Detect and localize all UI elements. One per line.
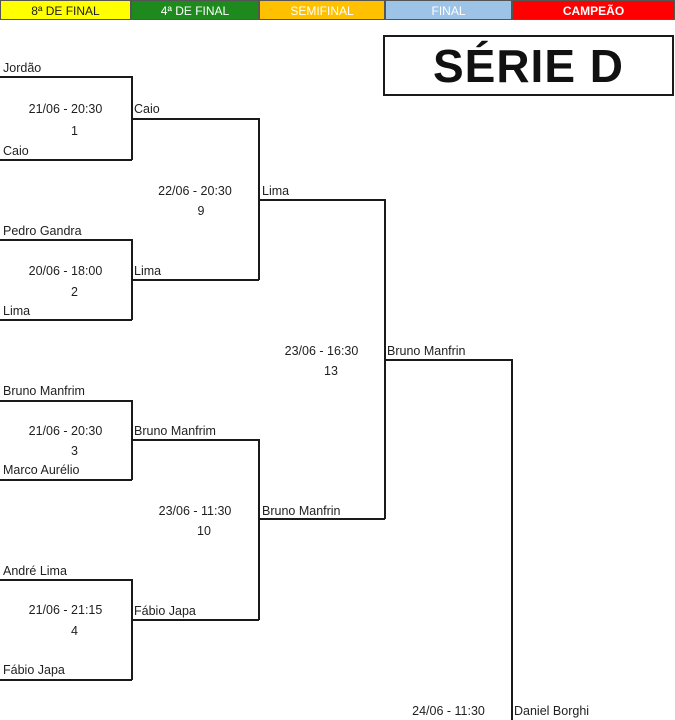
bracket-line bbox=[131, 619, 259, 621]
match2-datetime: 20/06 - 18:00 bbox=[28, 264, 103, 278]
bracket-line bbox=[258, 518, 385, 520]
match1-datetime: 21/06 - 20:30 bbox=[28, 102, 103, 116]
qf2-number: 10 bbox=[197, 524, 211, 538]
bracket-line bbox=[258, 199, 385, 201]
qf1-number: 9 bbox=[197, 204, 205, 218]
qf1-datetime: 22/06 - 20:30 bbox=[158, 184, 232, 198]
bracket-line bbox=[0, 579, 132, 581]
match2-team-top: Pedro Gandra bbox=[3, 224, 82, 238]
match3-team-bottom: Marco Aurélio bbox=[3, 463, 80, 477]
header-final: FINAL bbox=[385, 0, 512, 20]
series-title: SÉRIE D bbox=[383, 35, 674, 96]
qf2-winner: Bruno Manfrin bbox=[262, 504, 341, 518]
sf-number: 13 bbox=[324, 364, 338, 378]
match4-winner: Fábio Japa bbox=[134, 604, 196, 618]
final-datetime: 24/06 - 11:30 bbox=[412, 704, 485, 718]
header-quarterfinal: 4ª DE FINAL bbox=[131, 0, 259, 20]
bracket-line bbox=[131, 439, 259, 441]
header-semifinal: SEMIFINAL bbox=[259, 0, 385, 20]
match1-number: 1 bbox=[71, 124, 78, 138]
match1-team-bottom: Caio bbox=[3, 144, 29, 158]
bracket-line bbox=[131, 579, 133, 680]
match4-number: 4 bbox=[71, 624, 78, 638]
match2-number: 2 bbox=[71, 285, 78, 299]
bracket-line bbox=[258, 439, 260, 620]
bracket-line bbox=[384, 359, 512, 361]
bracket-line bbox=[0, 479, 132, 481]
match2-winner: Lima bbox=[134, 264, 162, 278]
bracket-line bbox=[131, 279, 259, 281]
match1-winner: Caio bbox=[134, 102, 160, 116]
header-round-of-16: 8ª DE FINAL bbox=[0, 0, 131, 20]
match1-team-top: Jordão bbox=[3, 61, 42, 75]
qf2-datetime: 23/06 - 11:30 bbox=[158, 504, 232, 518]
match2-team-bottom: Lima bbox=[3, 304, 31, 318]
header-champion: CAMPEÃO bbox=[512, 0, 675, 20]
bracket-line bbox=[0, 76, 132, 78]
bracket-line bbox=[0, 679, 132, 681]
qf1-winner: Lima bbox=[262, 184, 290, 198]
bracket-line bbox=[0, 159, 132, 161]
final-opponent: Daniel Borghi bbox=[514, 704, 590, 718]
match4-team-top: André Lima bbox=[3, 564, 67, 578]
bracket-line bbox=[0, 239, 132, 241]
match4-team-bottom: Fábio Japa bbox=[3, 663, 65, 677]
bracket-line bbox=[0, 319, 132, 321]
match3-datetime: 21/06 - 20:30 bbox=[28, 424, 103, 438]
bracket-line bbox=[131, 118, 259, 120]
bracket-line bbox=[0, 400, 132, 402]
match3-winner: Bruno Manfrim bbox=[134, 424, 216, 438]
match3-number: 3 bbox=[71, 444, 78, 458]
sf-winner: Bruno Manfrin bbox=[387, 344, 466, 358]
match3-team-top: Bruno Manfrim bbox=[3, 384, 85, 398]
match4-datetime: 21/06 - 21:15 bbox=[28, 603, 103, 617]
sf-datetime: 23/06 - 16:30 bbox=[284, 344, 359, 358]
bracket-line bbox=[511, 359, 513, 720]
